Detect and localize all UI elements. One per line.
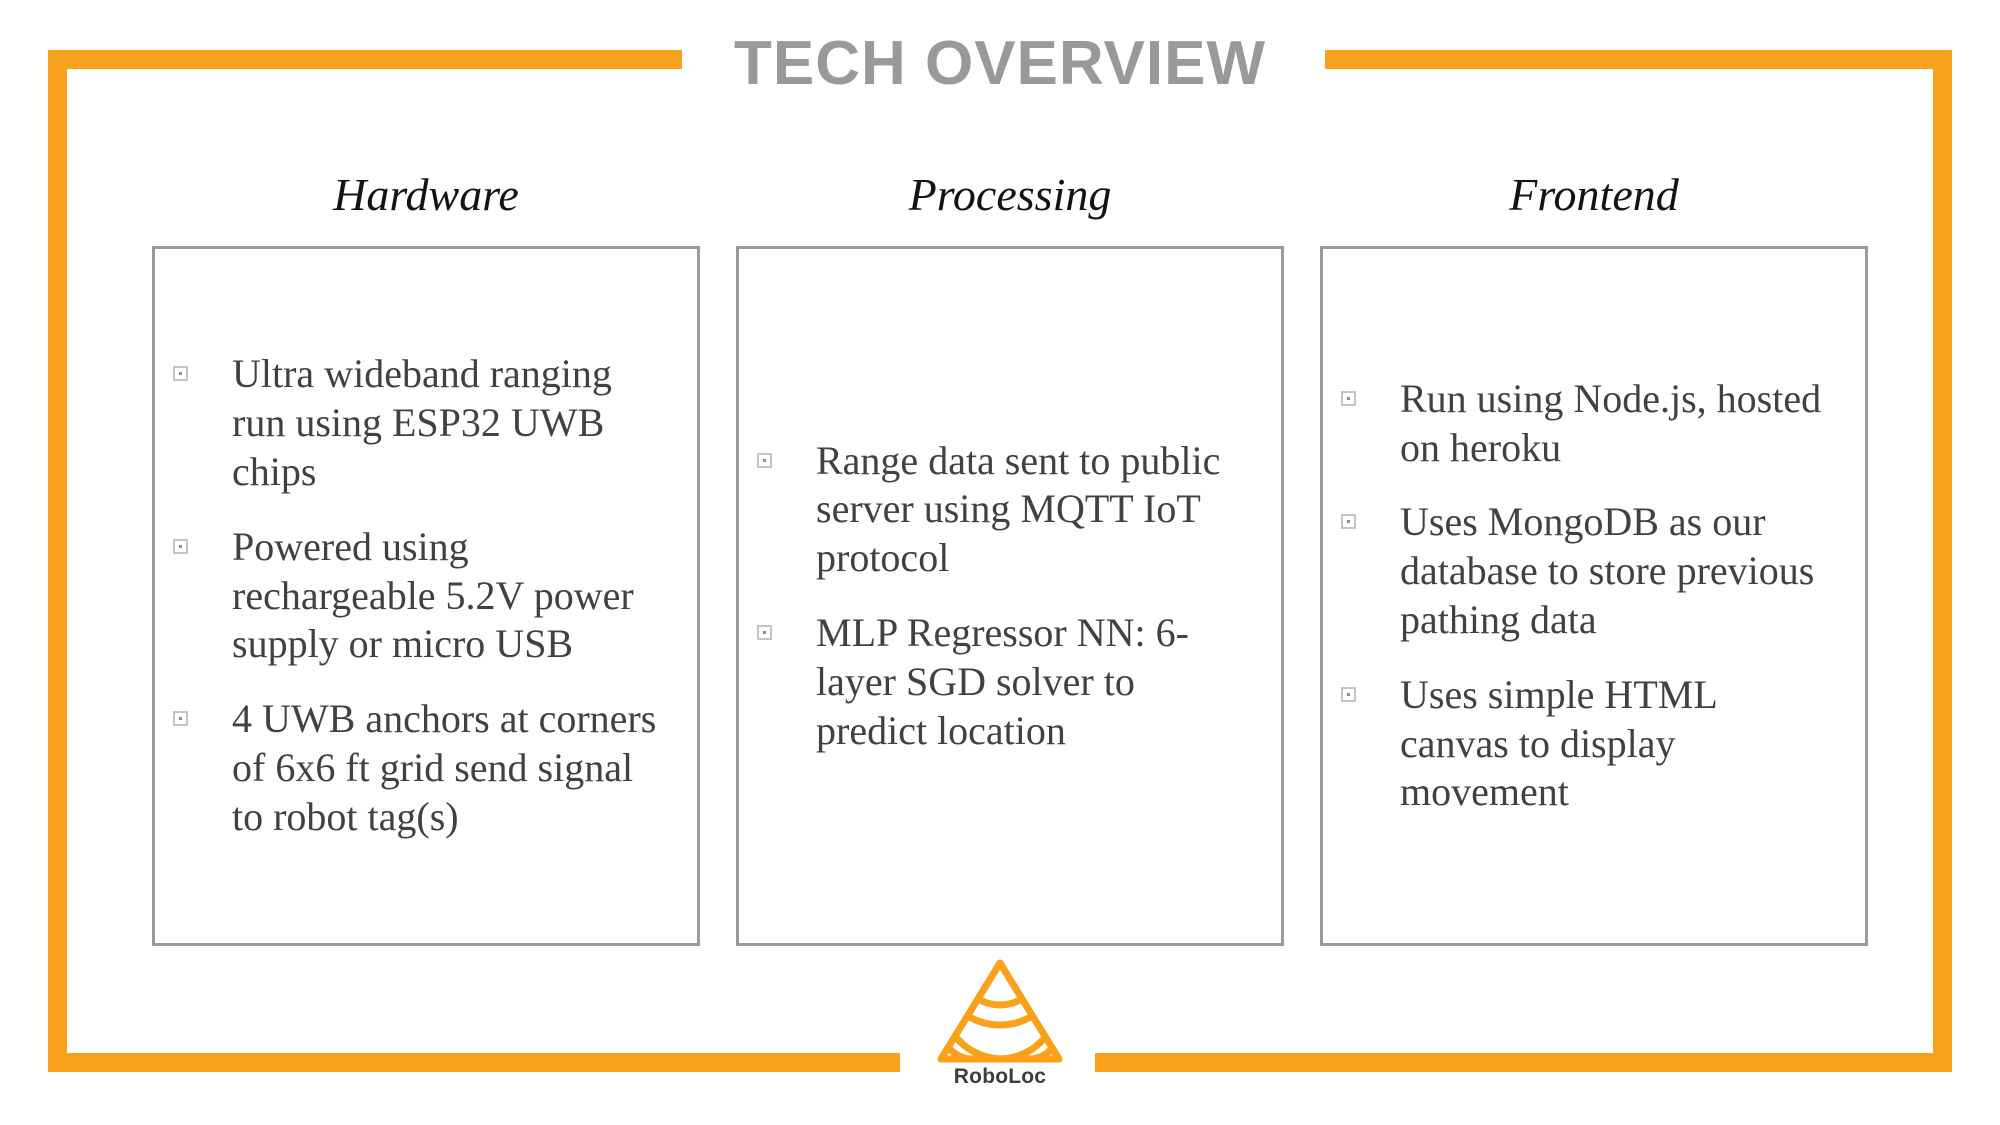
list-item: MLP Regressor NN: 6-layer SGD solver to … (757, 609, 1247, 755)
column-processing: Processing Range data sent to public ser… (736, 169, 1284, 946)
list-item: Run using Node.js, hosted on heroku (1341, 375, 1831, 473)
frame-segment-right (1933, 50, 1952, 1072)
column-heading-frontend: Frontend (1509, 169, 1679, 220)
square-bullet-icon (173, 366, 188, 382)
frame-segment-left (48, 50, 67, 1072)
logo-triangle-outline (937, 959, 1063, 1063)
bullet-text: Uses MongoDB as our database to store pr… (1400, 499, 1815, 642)
list-item: Uses simple HTML canvas to display movem… (1341, 671, 1831, 817)
page-title: TECH OVERVIEW (733, 29, 1267, 98)
bullet-text: MLP Regressor NN: 6-layer SGD solver to … (816, 610, 1189, 753)
square-bullet-icon (757, 452, 772, 468)
column-box-frontend: Run using Node.js, hosted on heroku Uses… (1320, 246, 1868, 946)
bullet-text: 4 UWB anchors at corners of 6x6 ft grid … (232, 696, 657, 839)
logo: RoboLoc (885, 955, 1115, 1089)
frame-segment-bottom-right (1095, 1053, 1952, 1072)
square-bullet-icon (173, 711, 188, 727)
list-item: Powered using rechargeable 5.2V power su… (173, 523, 663, 669)
column-hardware: Hardware Ultra wideband ranging run usin… (152, 169, 700, 946)
bullet-list-frontend: Run using Node.js, hosted on heroku Uses… (1341, 375, 1831, 817)
square-bullet-icon (1341, 390, 1356, 406)
square-bullet-icon (757, 625, 772, 640)
list-item: Ultra wideband ranging run using ESP32 U… (173, 350, 663, 496)
bullet-list-processing: Range data sent to public server using M… (757, 437, 1247, 756)
columns-container: Hardware Ultra wideband ranging run usin… (152, 169, 1868, 946)
square-bullet-icon (173, 538, 188, 554)
column-heading-hardware: Hardware (333, 169, 519, 220)
logo-wordmark: RoboLoc (953, 1065, 1047, 1088)
column-box-hardware: Ultra wideband ranging run using ESP32 U… (152, 246, 700, 946)
list-item: 4 UWB anchors at corners of 6x6 ft grid … (173, 695, 663, 841)
frame-segment-top-left (48, 50, 682, 69)
column-frontend: Frontend Run using Node.js, hosted on he… (1320, 169, 1868, 946)
roboloc-triangle-logo-icon (937, 959, 1063, 1063)
bullet-text: Run using Node.js, hosted on heroku (1400, 375, 1822, 470)
frame-segment-bottom-left (48, 1053, 900, 1072)
list-item: Range data sent to public server using M… (757, 437, 1247, 583)
bullet-text: Ultra wideband ranging run using ESP32 U… (232, 351, 612, 494)
bullet-text: Range data sent to public server using M… (816, 437, 1221, 581)
column-heading-processing: Processing (908, 169, 1112, 220)
list-item: Uses MongoDB as our database to store pr… (1341, 498, 1831, 644)
bullet-text: Uses simple HTML canvas to display movem… (1400, 671, 1717, 815)
square-bullet-icon (1341, 686, 1356, 702)
column-box-processing: Range data sent to public server using M… (736, 246, 1284, 946)
frame-segment-top-right (1325, 50, 1952, 69)
square-bullet-icon (1341, 514, 1356, 530)
bullet-list-hardware: Ultra wideband ranging run using ESP32 U… (173, 350, 663, 841)
bullet-text: Powered using rechargeable 5.2V power su… (232, 523, 634, 667)
